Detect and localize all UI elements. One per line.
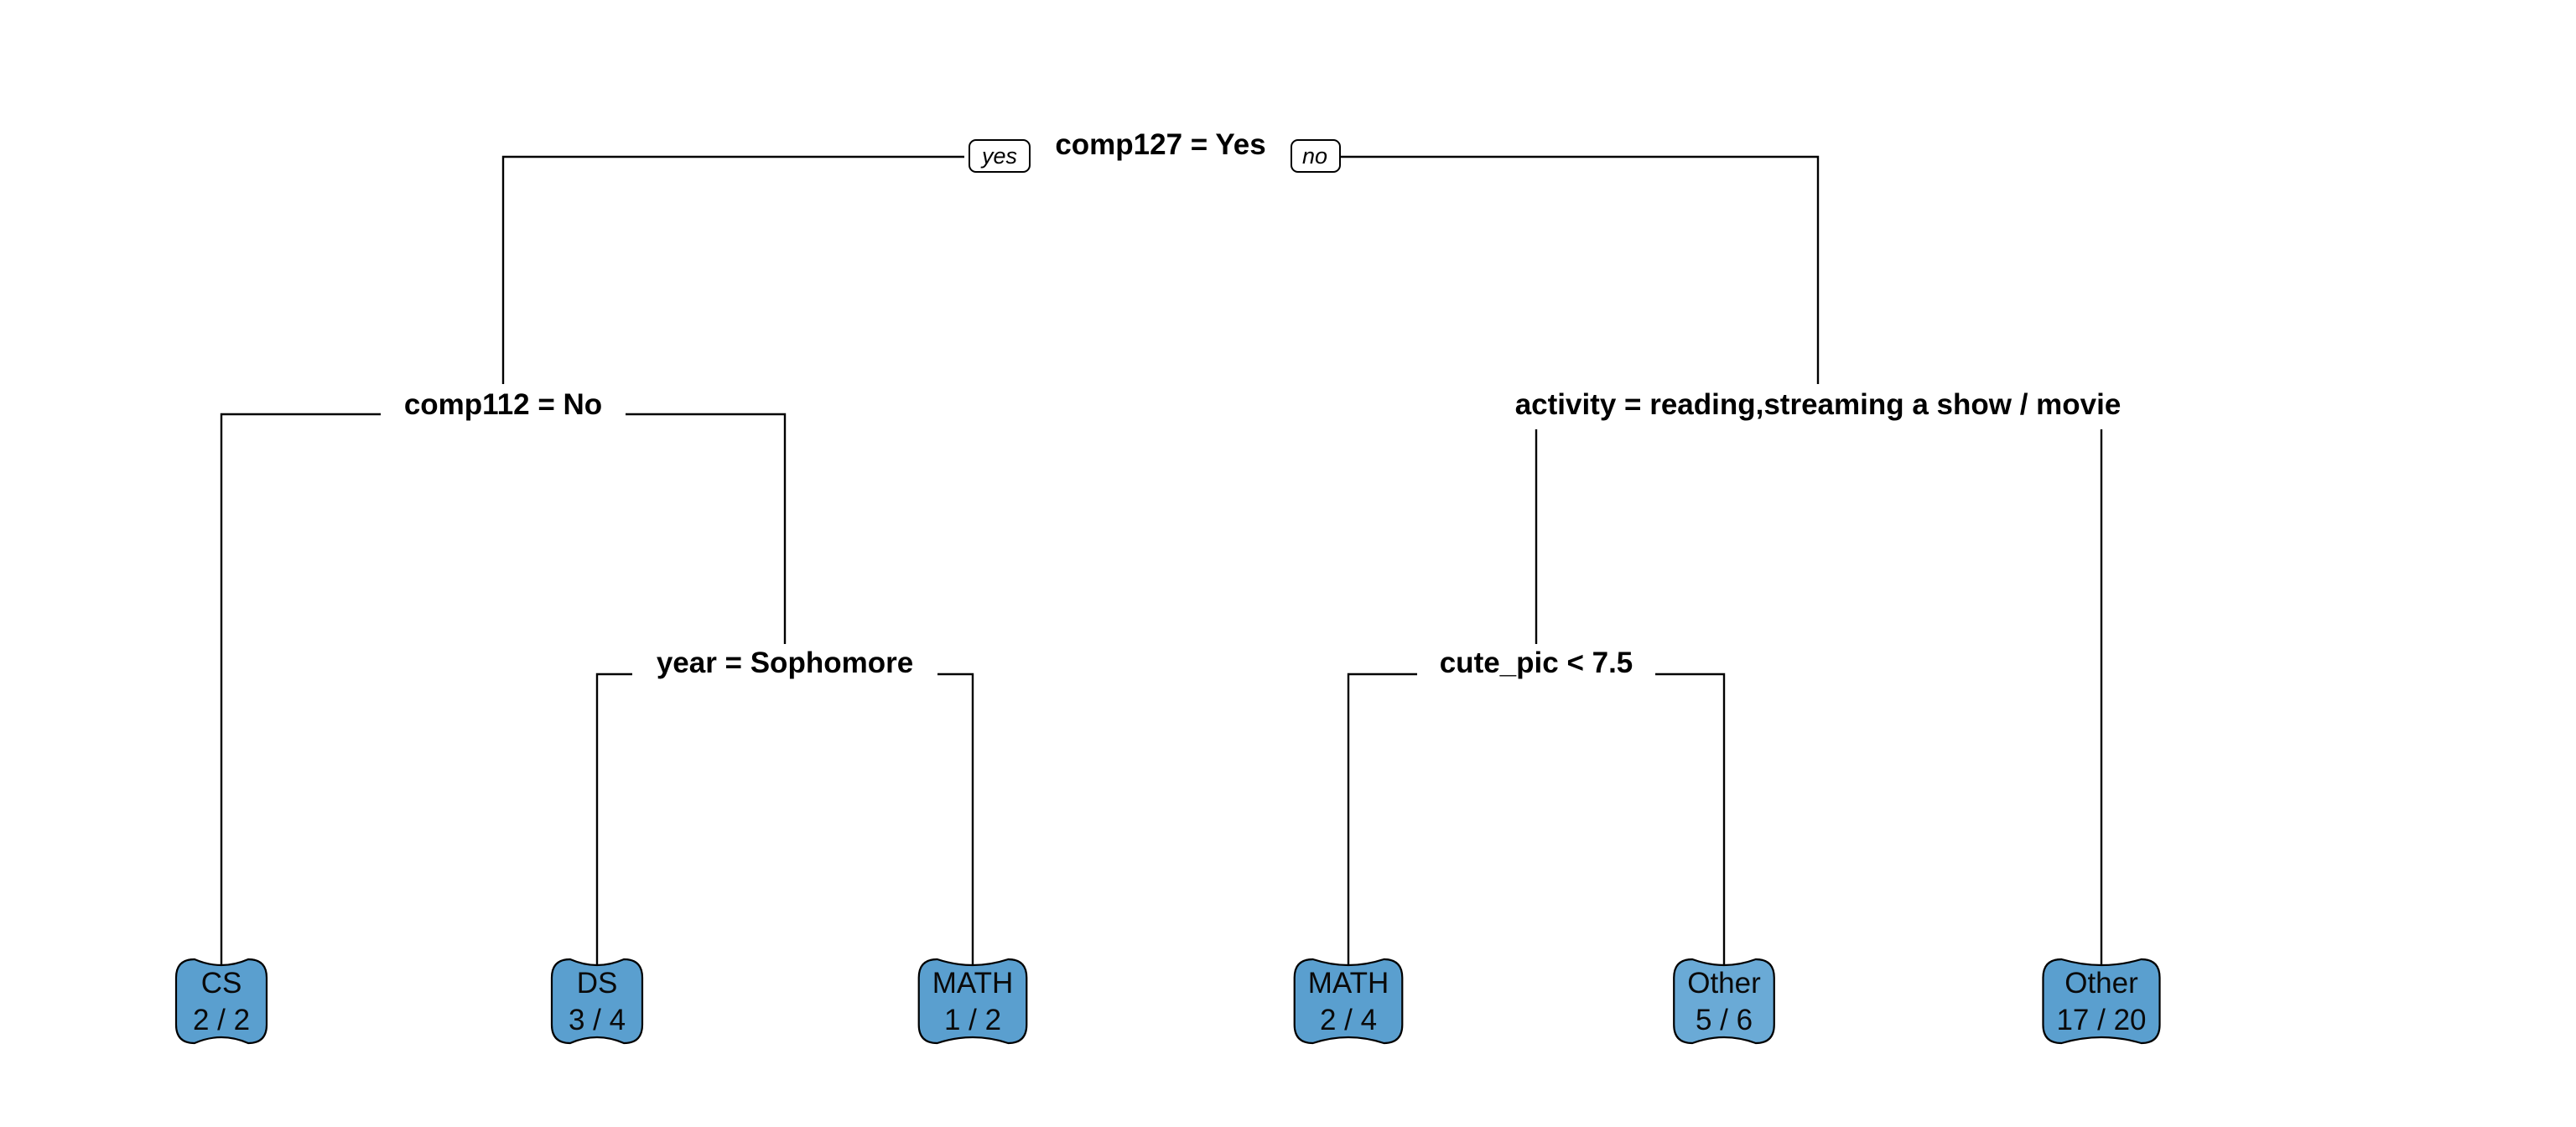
leaf-class-label: DS bbox=[577, 967, 618, 1000]
leaf-node-cs: CS 2 / 2 bbox=[174, 958, 268, 1045]
edge-comp112-right bbox=[626, 413, 787, 644]
leaf-count-label: 1 / 2 bbox=[944, 1004, 1001, 1036]
no-edge-box bbox=[1291, 139, 1341, 173]
split-comp112: comp112 = No bbox=[404, 388, 602, 421]
edge-year-left bbox=[595, 673, 632, 964]
edge-year-right bbox=[937, 673, 974, 964]
leaf-class-label: CS bbox=[201, 967, 242, 1000]
leaf-node-other-2: Other 17 / 20 bbox=[2042, 958, 2161, 1045]
no-edge-label: no bbox=[1302, 143, 1327, 169]
leaf-count-label: 2 / 2 bbox=[193, 1004, 250, 1036]
leaf-class-label: Other bbox=[2064, 967, 2138, 1000]
leaf-count-label: 2 / 4 bbox=[1320, 1004, 1377, 1036]
edge-root-right bbox=[1337, 155, 1820, 384]
root-split-label: comp127 = Yes bbox=[1055, 128, 1265, 161]
leaf-count-label: 3 / 4 bbox=[569, 1004, 626, 1036]
root-node: comp127 = Yes yes no bbox=[969, 128, 1341, 173]
leaf-count-label: 17 / 20 bbox=[2056, 1004, 2146, 1036]
split-year: year = Sophomore bbox=[657, 647, 913, 679]
leaf-class-label: Other bbox=[1687, 967, 1761, 1000]
edge-cutepic-right bbox=[1655, 673, 1726, 964]
leaf-class-label: MATH bbox=[1308, 967, 1389, 1000]
tree-edges bbox=[220, 155, 2103, 964]
leaf-shape bbox=[550, 958, 644, 1045]
leaf-shape bbox=[1673, 958, 1775, 1045]
split-activity: activity = reading,streaming a show / mo… bbox=[1515, 388, 2122, 421]
edge-root-left bbox=[501, 155, 964, 384]
leaf-class-label: MATH bbox=[932, 967, 1014, 1000]
leaf-node-other-1: Other 5 / 6 bbox=[1673, 958, 1775, 1045]
yes-edge-box bbox=[969, 139, 1031, 173]
leaf-shape bbox=[917, 958, 1028, 1045]
leaf-count-label: 5 / 6 bbox=[1696, 1004, 1753, 1036]
leaf-shape bbox=[2042, 958, 2161, 1045]
leaf-shape bbox=[174, 958, 268, 1045]
yes-edge-label: yes bbox=[980, 143, 1017, 169]
leaf-node-math-1: MATH 1 / 2 bbox=[917, 958, 1028, 1045]
leaf-node-ds: DS 3 / 4 bbox=[550, 958, 644, 1045]
split-cute-pic: cute_pic < 7.5 bbox=[1440, 647, 1633, 679]
edge-comp112-left bbox=[220, 413, 381, 964]
edge-cutepic-left bbox=[1347, 673, 1417, 964]
leaf-nodes: CS 2 / 2 DS 3 / 4 MATH 1 / 2 MATH 2 / 4 … bbox=[174, 958, 2161, 1045]
leaf-shape bbox=[1293, 958, 1404, 1045]
leaf-node-math-2: MATH 2 / 4 bbox=[1293, 958, 1404, 1045]
